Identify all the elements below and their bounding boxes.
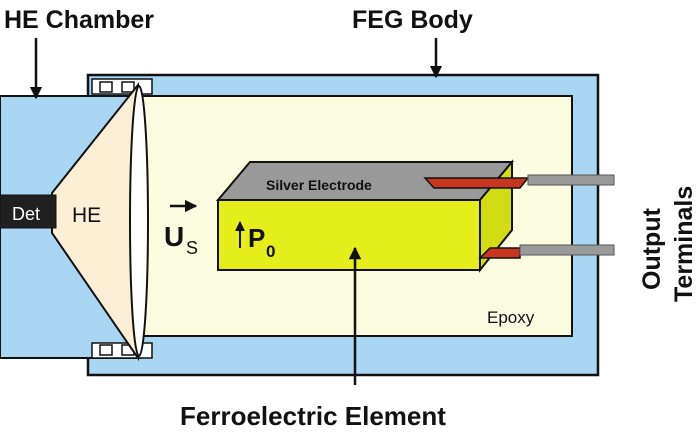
epoxy-label: Epoxy: [487, 308, 535, 327]
he-chamber-label: HE Chamber: [4, 6, 154, 34]
ferroelectric-element-label: Ferroelectric Element: [180, 401, 446, 431]
terminals-label: Terminals: [670, 186, 698, 302]
bottom-terminal-wire: [519, 244, 615, 256]
p0-subscript: 0: [266, 242, 275, 261]
us-subscript: S: [186, 238, 198, 258]
det-label: Det: [12, 204, 40, 224]
top-clamp: [91, 78, 153, 95]
feg-body-label: FEG Body: [352, 6, 473, 34]
detonator: [0, 194, 57, 229]
plane-wave-lens: [129, 85, 149, 357]
p0-label: P: [248, 223, 265, 253]
silver-electrode-label: Silver Electrode: [266, 177, 372, 193]
top-terminal-tab: [423, 177, 530, 189]
top-terminal-wire: [527, 174, 615, 186]
us-label: U: [164, 221, 184, 252]
output-label: Output: [638, 207, 666, 290]
he-label: HE: [72, 204, 101, 227]
